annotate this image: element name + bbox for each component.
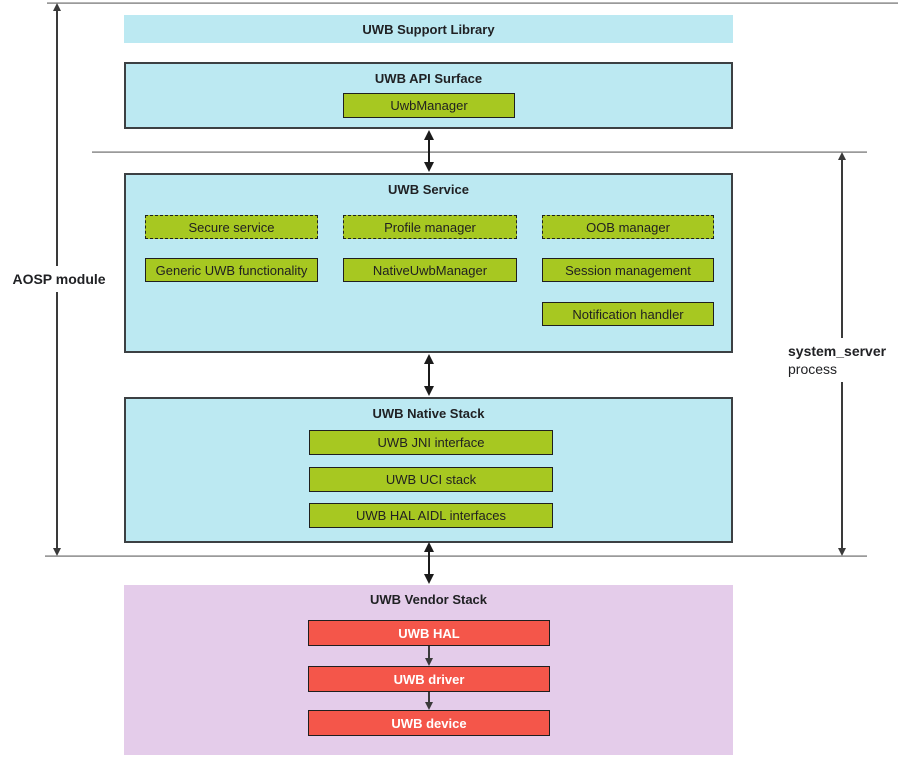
arrow-down-icon [838,548,846,556]
uwb-jni-interface-chip: UWB JNI interface [309,430,553,455]
secure-service-chip: Secure service [145,215,318,239]
uwb-service-box: UWB Service Secure service Profile manag… [124,173,733,353]
aosp-module-label: AOSP module [6,266,112,293]
oob-manager-chip: OOB manager [542,215,714,239]
uwb-native-stack-box: UWB Native Stack UWB JNI interface UWB U… [124,397,733,543]
separator-line-top [47,2,898,4]
uwb-vendor-stack-box: UWB Vendor Stack UWB HAL UWB driver UWB … [124,585,733,755]
arrow-down-icon [424,386,434,396]
arrow-up-icon [53,3,61,11]
uwb-native-stack-title: UWB Native Stack [372,406,485,421]
uwb-driver-chip: UWB driver [308,666,550,692]
uwb-hal-chip: UWB HAL [308,620,550,646]
uwb-device-chip: UWB device [308,710,550,736]
uwb-hal-aidl-interfaces-chip: UWB HAL AIDL interfaces [309,503,553,528]
arrow-up-icon [424,542,434,552]
system-server-label-process: process [788,361,838,378]
session-management-chip: Session management [542,258,714,282]
arrow-shaft [428,692,430,702]
arrow-shaft [427,140,431,162]
separator-line-middle [92,151,867,153]
arrow-down-icon [424,162,434,172]
arrow-shaft [427,552,431,574]
uwbmanager-chip: UwbManager [343,93,515,118]
api-service-double-arrow-icon [422,130,436,172]
profile-manager-chip: Profile manager [343,215,517,239]
uwb-support-library-title: UWB Support Library [362,22,495,37]
uwb-api-surface-title: UWB API Surface [374,71,483,86]
uwb-api-surface-box: UWB API Surface UwbManager [124,62,733,129]
uwb-uci-stack-chip: UWB UCI stack [309,467,553,492]
uwb-vendor-stack-title: UWB Vendor Stack [369,592,488,607]
system-server-label-name: system_server [788,343,887,359]
system-server-label: system_server process [786,338,890,383]
separator-line-bottom [45,555,867,557]
native-uwb-manager-chip: NativeUwbManager [343,258,517,282]
arrow-up-icon [424,130,434,140]
arrow-down-icon [424,574,434,584]
hal-driver-arrow-icon [422,646,436,666]
native-vendor-double-arrow-icon [422,542,436,584]
arrow-down-icon [53,548,61,556]
arrow-shaft [427,364,431,386]
generic-uwb-functionality-chip: Generic UWB functionality [145,258,318,282]
driver-device-arrow-icon [422,692,436,710]
arrow-down-icon [425,702,433,710]
uwb-support-library-box: UWB Support Library [124,15,733,43]
arrow-up-icon [424,354,434,364]
arrow-shaft [428,646,430,658]
service-native-double-arrow-icon [422,354,436,396]
uwb-service-title: UWB Service [388,182,469,197]
arrow-down-icon [425,658,433,666]
arrow-up-icon [838,152,846,160]
notification-handler-chip: Notification handler [542,302,714,326]
